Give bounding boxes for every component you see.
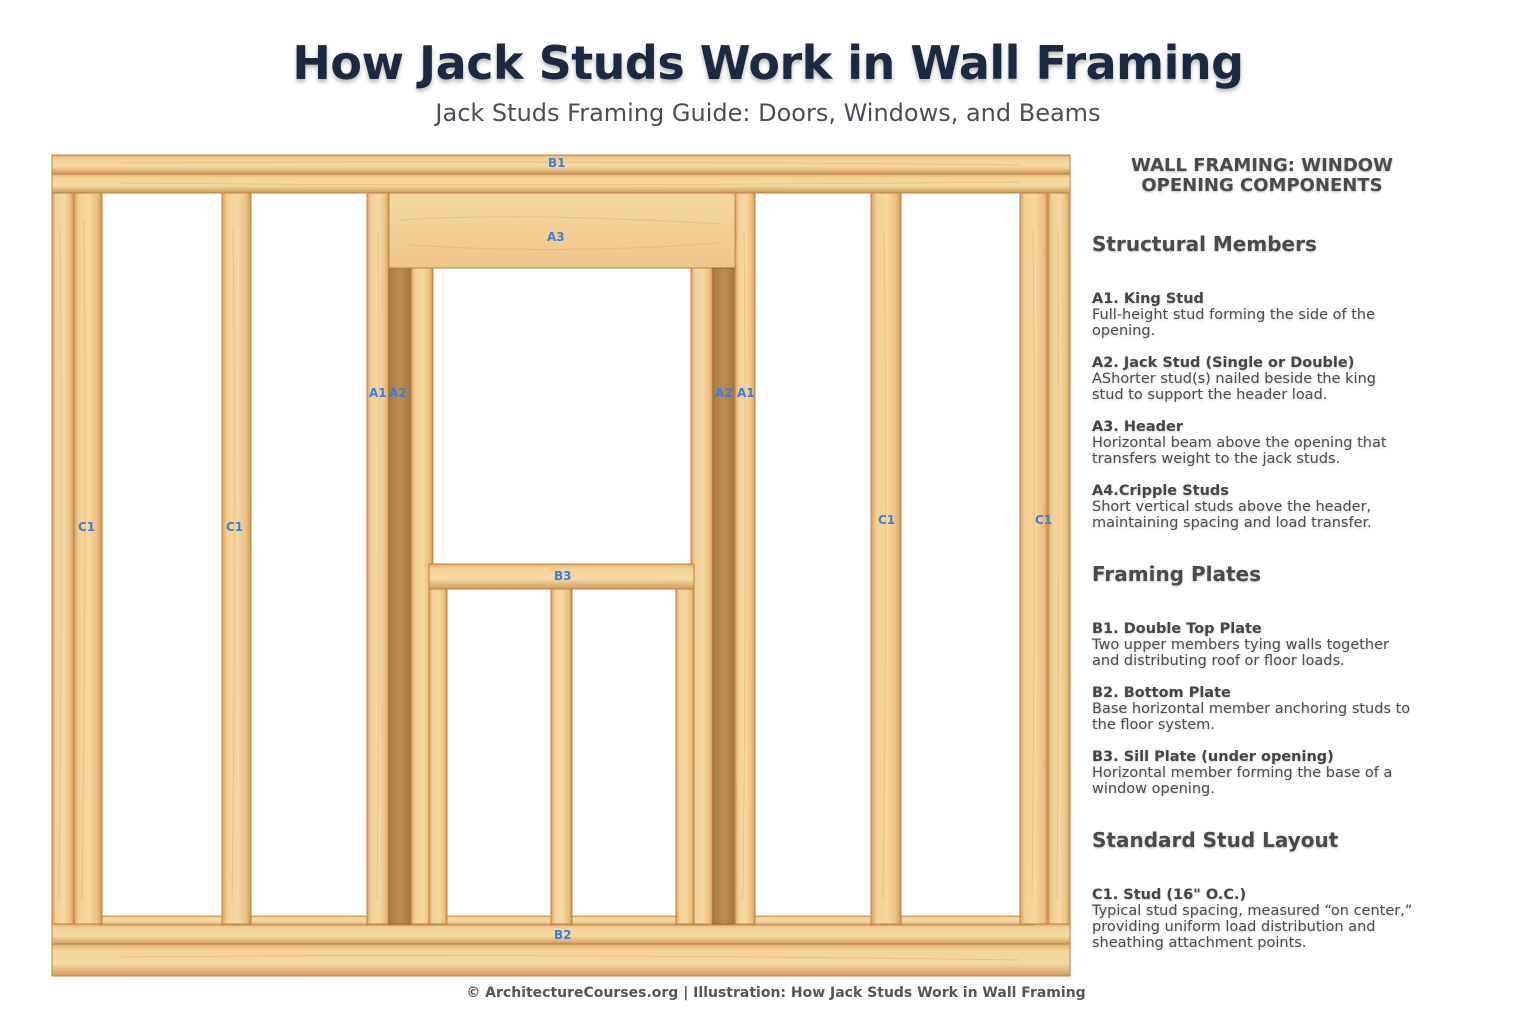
- header-a3: [388, 192, 736, 269]
- wall-framing-diagram: B1 A3 A1 A2 A2 A1 B3 B2 C1 C1 C1 C1: [51, 154, 1071, 977]
- legend-item-a3: A3. Header Horizontal beam above the ope…: [1092, 419, 1387, 467]
- jack-stud-left: [388, 267, 412, 925]
- stud-left-edge: [51, 192, 75, 925]
- label-b3: B3: [554, 569, 572, 583]
- section-heading-plates: Framing Plates: [1092, 562, 1261, 586]
- label-c1-1: C1: [78, 520, 95, 534]
- panel-title-line1: WALL FRAMING: WINDOW: [1131, 155, 1393, 176]
- section-heading-stud-layout: Standard Stud Layout: [1092, 828, 1339, 852]
- jack-stud-right: [712, 267, 736, 925]
- section-heading-structural: Structural Members: [1092, 232, 1317, 256]
- label-a1-left: A1: [369, 386, 387, 400]
- sill-plate-b3: [428, 563, 695, 590]
- legend-item-b1: B1. Double Top Plate Two upper members t…: [1092, 621, 1390, 669]
- legend-item-b3: B3. Sill Plate (under opening) Horizonta…: [1092, 749, 1393, 797]
- cripple-stud-left: [428, 588, 448, 925]
- label-c1-4: C1: [1035, 513, 1052, 527]
- stud-c1-2: [221, 192, 252, 925]
- label-a2-left: A2: [389, 386, 407, 400]
- label-a3: A3: [547, 230, 565, 244]
- label-a1-right: A1: [737, 386, 755, 400]
- legend-item-a1: A1. King Stud Full-height stud forming t…: [1092, 291, 1376, 339]
- label-b2: B2: [554, 928, 572, 942]
- stud-c1-1: [73, 192, 103, 925]
- cripple-stud-middle: [550, 588, 573, 925]
- label-a2-right: A2: [715, 386, 733, 400]
- page-subtitle: Jack Studs Framing Guide: Doors, Windows…: [435, 99, 1101, 127]
- bottom-plate-lower: [51, 943, 1071, 977]
- label-c1-2: C1: [226, 520, 243, 534]
- legend-item-a4: A4.Cripple Studs Short vertical studs ab…: [1092, 483, 1372, 531]
- legend-item-c1: C1. Stud (16" O.C.) Typical stud spacing…: [1092, 887, 1413, 951]
- panel-title-line2: OPENING COMPONENTS: [1141, 175, 1383, 196]
- label-b1: B1: [548, 156, 566, 170]
- legend-item-b2: B2. Bottom Plate Base horizontal member …: [1092, 685, 1411, 733]
- label-c1-3: C1: [878, 513, 895, 527]
- footer-credit: © ArchitectureCourses.org | Illustration…: [466, 985, 1086, 1001]
- cripple-stud-right: [675, 588, 695, 925]
- legend-item-a2: A2. Jack Stud (Single or Double) AShorte…: [1092, 355, 1376, 403]
- panel-title: WALL FRAMING: WINDOW OPENING COMPONENTS: [1110, 156, 1414, 196]
- page-title: How Jack Studs Work in Wall Framing: [292, 36, 1244, 90]
